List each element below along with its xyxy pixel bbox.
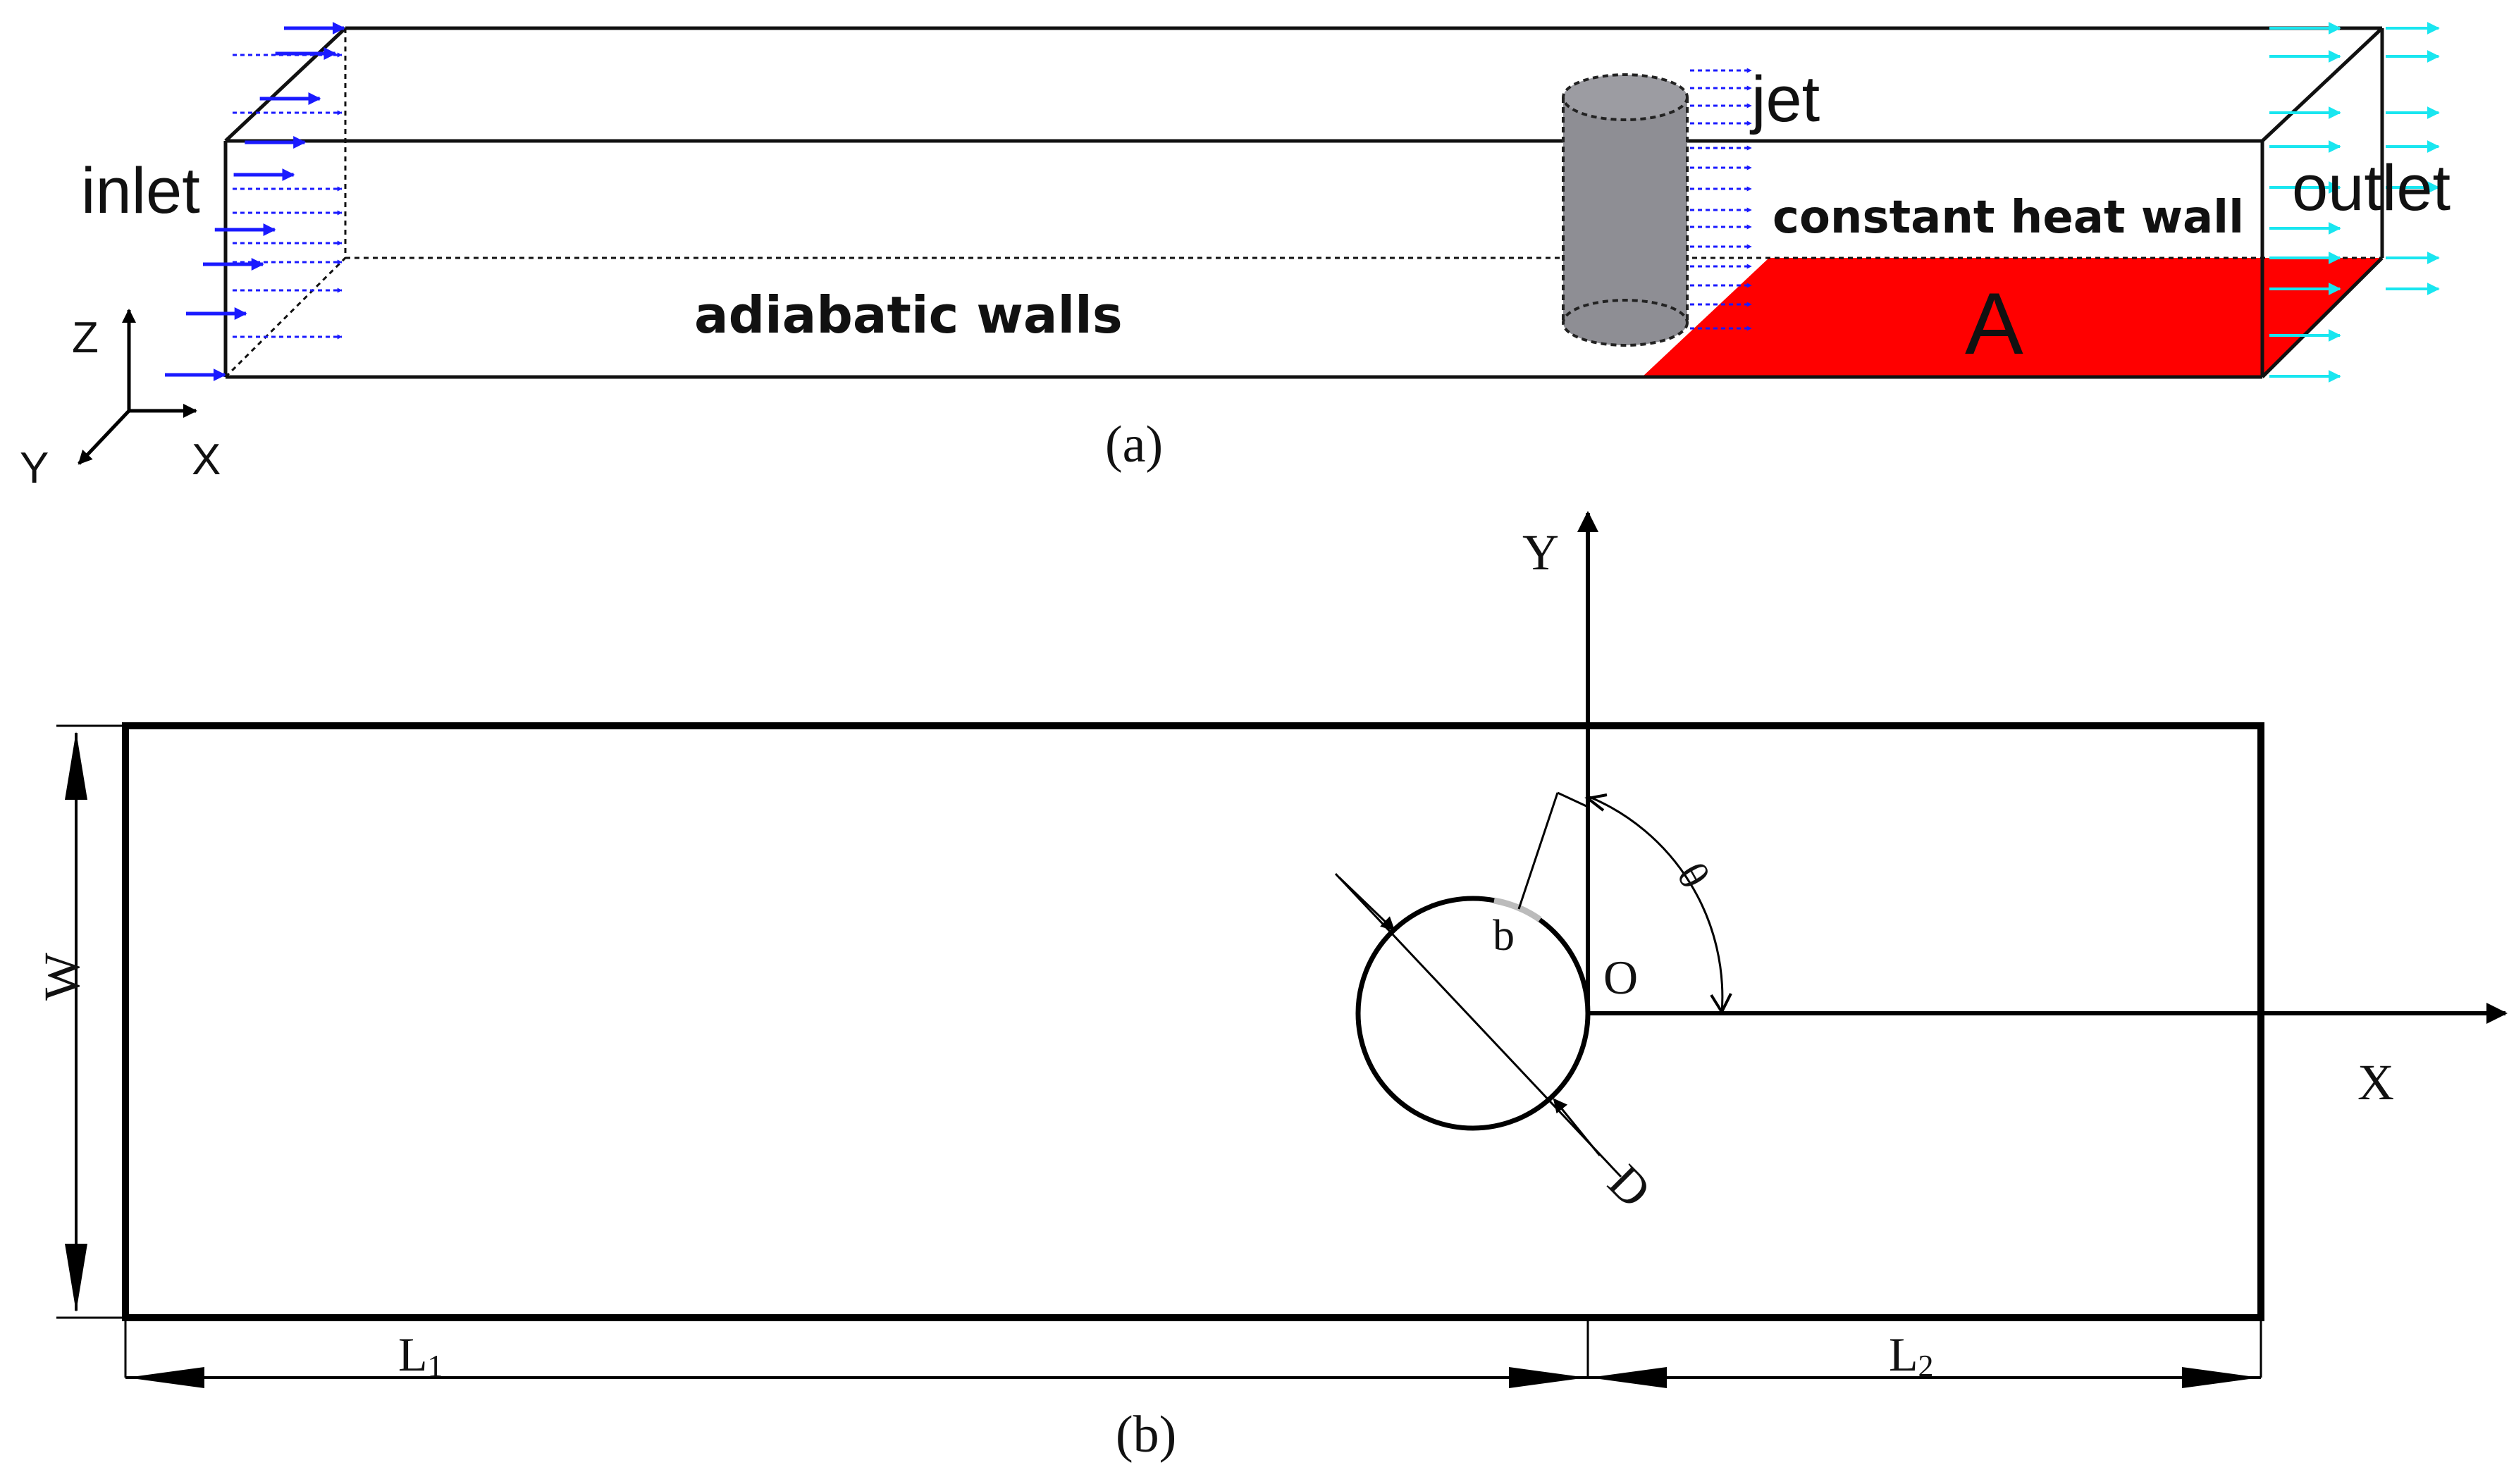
cylinder-circle (1355, 896, 1591, 1131)
axis-x-label: X (192, 435, 221, 484)
adiabatic-label: adiabatic walls (694, 285, 1123, 345)
jet-label: jet (1749, 63, 1820, 135)
diameter-line (1334, 872, 1622, 1178)
angle-arrow-end (1710, 993, 1732, 1015)
axis-z-label: Z (72, 314, 99, 362)
width-label: W (34, 953, 90, 1001)
diameter-arrow-1 (1338, 876, 1395, 932)
l2-arrow-right (2182, 1367, 2260, 1388)
caption-b: (b) (1116, 1406, 1176, 1464)
outlet-arrows (2269, 22, 2440, 383)
cylinder (1562, 73, 1689, 347)
heated-region (1642, 258, 2382, 377)
angle-arrow-start (1584, 793, 1608, 812)
slot-b (1493, 897, 1542, 922)
axis-y-label: Y (20, 444, 49, 493)
outlet-label: outlet (2292, 152, 2451, 224)
hidden-edges (224, 28, 2382, 378)
width-arrow-bottom (65, 1244, 87, 1312)
l1-arrow-left (127, 1367, 204, 1388)
slot-leader (1517, 792, 1559, 910)
caption-a: (a) (1105, 416, 1163, 474)
x-axis-label: X (2357, 1054, 2394, 1111)
l2-sub: 2 (1918, 1349, 1934, 1383)
heat-wall-label: constant heat wall (1773, 192, 2244, 244)
y-axis-label: Y (1522, 524, 1559, 581)
panel-a: inlet outlet jet constant heat wall adia… (20, 22, 2451, 493)
angle-arc (1587, 795, 1724, 1014)
panel-b: Y X O b D θ W (34, 511, 2508, 1464)
axes-3d (78, 309, 197, 465)
l1-arrow-right (1509, 1367, 1586, 1388)
inlet-label: inlet (81, 155, 200, 227)
channel-box (223, 26, 2384, 379)
l2-main: L (1889, 1328, 1918, 1381)
l2-label: L2 (1889, 1328, 1934, 1383)
slot-leader-2 (1557, 791, 1589, 808)
origin-label: O (1603, 951, 1638, 1004)
diameter-arrow-2 (1553, 1098, 1601, 1156)
jet-arrows (1690, 68, 1752, 331)
inlet-arrows (165, 22, 345, 381)
l1-label: L1 (398, 1328, 443, 1383)
region-a-label: A (1965, 276, 2023, 373)
slot-label: b (1493, 912, 1515, 960)
width-arrow-top (65, 731, 87, 800)
domain-rectangle (122, 722, 2264, 1321)
l1-main: L (398, 1328, 428, 1381)
l2-arrow-left (1589, 1367, 1667, 1388)
l1-sub: 1 (428, 1349, 443, 1383)
diameter-label: D (1598, 1155, 1661, 1218)
